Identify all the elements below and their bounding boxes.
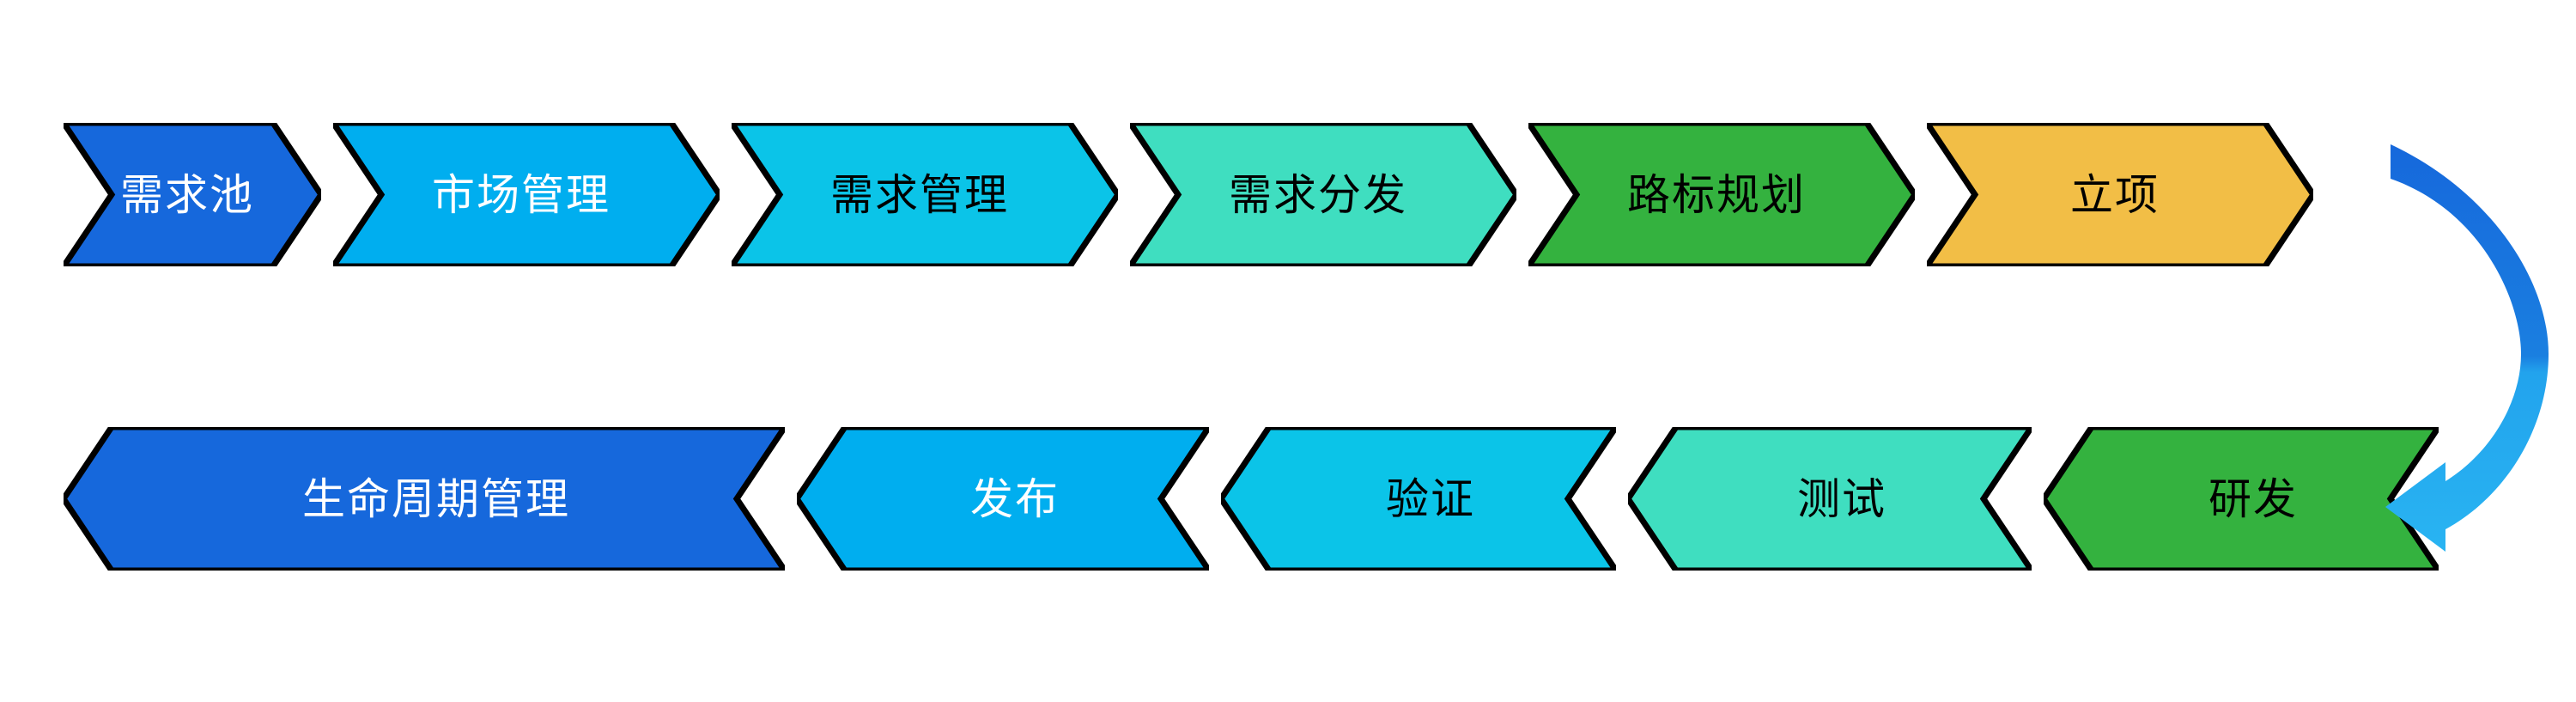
chevron-left-icon: [1628, 427, 2032, 571]
chevron-right-icon: [64, 123, 321, 266]
process-step-1[interactable]: 生命周期管理: [64, 427, 785, 571]
chevron-left-icon: [64, 427, 785, 571]
chevron-right-icon: [1528, 123, 1915, 266]
process-step-3[interactable]: 验证: [1221, 427, 1616, 571]
process-step-3[interactable]: 需求管理: [732, 123, 1118, 266]
forward-process-row: 需求池市场管理需求管理需求分发路标规划立项: [64, 123, 2313, 266]
chevron-right-icon: [333, 123, 720, 266]
process-step-2[interactable]: 市场管理: [333, 123, 720, 266]
chevron-right-icon: [1927, 123, 2313, 266]
process-step-5[interactable]: 路标规划: [1528, 123, 1915, 266]
process-step-2[interactable]: 发布: [797, 427, 1209, 571]
chevron-right-icon: [1130, 123, 1516, 266]
process-step-4[interactable]: 测试: [1628, 427, 2032, 571]
backward-process-row: 生命周期管理发布验证测试研发: [64, 427, 2439, 571]
chevron-left-icon: [1221, 427, 1616, 571]
chevron-right-icon: [732, 123, 1118, 266]
curved-arrow-left-icon: [2385, 144, 2549, 552]
process-step-4[interactable]: 需求分发: [1130, 123, 1516, 266]
process-step-1[interactable]: 需求池: [64, 123, 321, 266]
process-step-6[interactable]: 立项: [1927, 123, 2313, 266]
chevron-left-icon: [797, 427, 1209, 571]
loop-back-arrow: [2353, 129, 2576, 559]
chevron-left-icon: [2044, 427, 2439, 571]
